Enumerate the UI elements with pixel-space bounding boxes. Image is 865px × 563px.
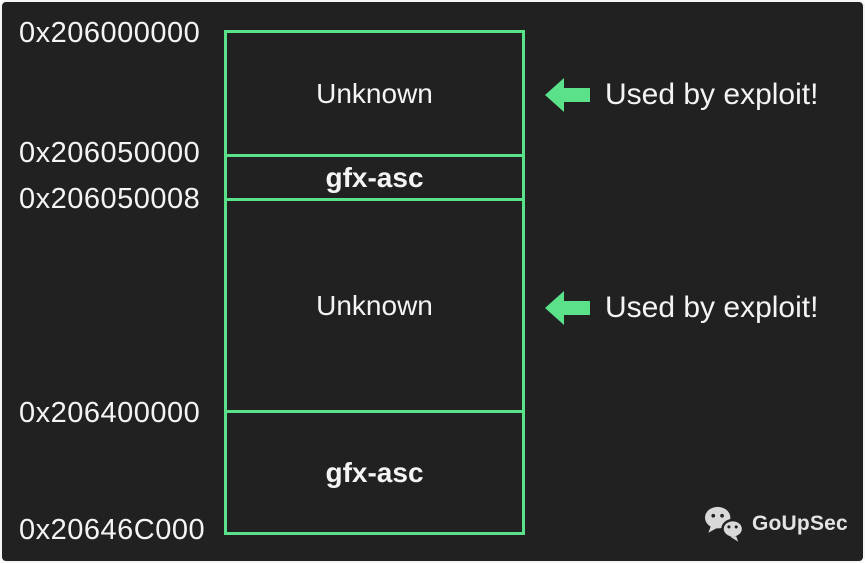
arrow-left-icon [545, 291, 590, 325]
memory-region: Unknown [227, 198, 522, 410]
address-label: 0x20646C000 [19, 514, 206, 546]
callout-label: Used by exploit! [605, 78, 819, 111]
memory-region: Unknown [227, 33, 522, 154]
memory-region: gfx-asc [227, 410, 522, 532]
memory-map-box: Unknown gfx-asc Unknown gfx-asc [224, 30, 525, 535]
memory-region: gfx-asc [227, 154, 522, 198]
watermark: GoUpSec [704, 505, 848, 543]
region-label: Unknown [316, 77, 433, 109]
region-label: gfx-asc [325, 161, 424, 193]
watermark-label: GoUpSec [752, 512, 848, 535]
callout-label: Used by exploit! [605, 291, 819, 324]
exploit-callout: Used by exploit! [545, 288, 818, 328]
wechat-icon [704, 506, 745, 542]
address-label: 0x206000000 [19, 17, 201, 49]
arrow-left-icon [545, 78, 590, 112]
address-label: 0x206400000 [19, 397, 201, 429]
region-label: Unknown [316, 289, 433, 321]
address-label: 0x206050008 [19, 183, 201, 215]
region-label: gfx-asc [325, 456, 424, 488]
exploit-callout: Used by exploit! [545, 75, 818, 115]
address-label: 0x206050000 [19, 137, 201, 169]
